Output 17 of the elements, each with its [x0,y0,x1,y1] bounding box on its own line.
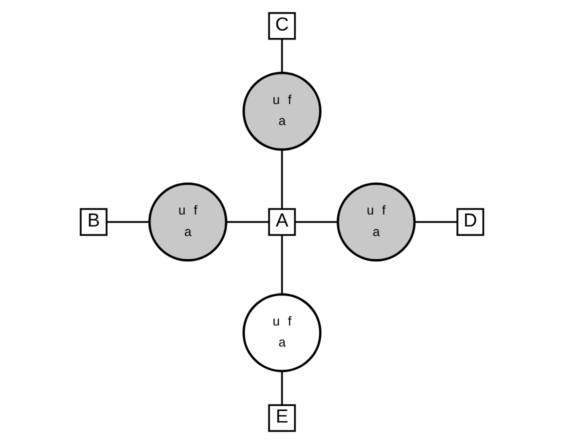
connector [295,221,338,223]
node-circle: u f a [148,182,228,262]
node-circle: u f a [242,293,322,372]
node-box: B [80,208,108,236]
node-box: A [268,208,296,236]
connector [281,150,283,209]
connector [281,38,283,73]
connector [281,235,283,294]
node-box: D [456,208,484,236]
node-circle: u f a [336,182,416,262]
connector [281,371,283,405]
connector [106,221,150,223]
node-box: C [268,12,296,40]
connector [414,221,458,223]
node-box: E [268,404,296,432]
connector [226,221,269,223]
node-circle: u f a [242,72,322,151]
